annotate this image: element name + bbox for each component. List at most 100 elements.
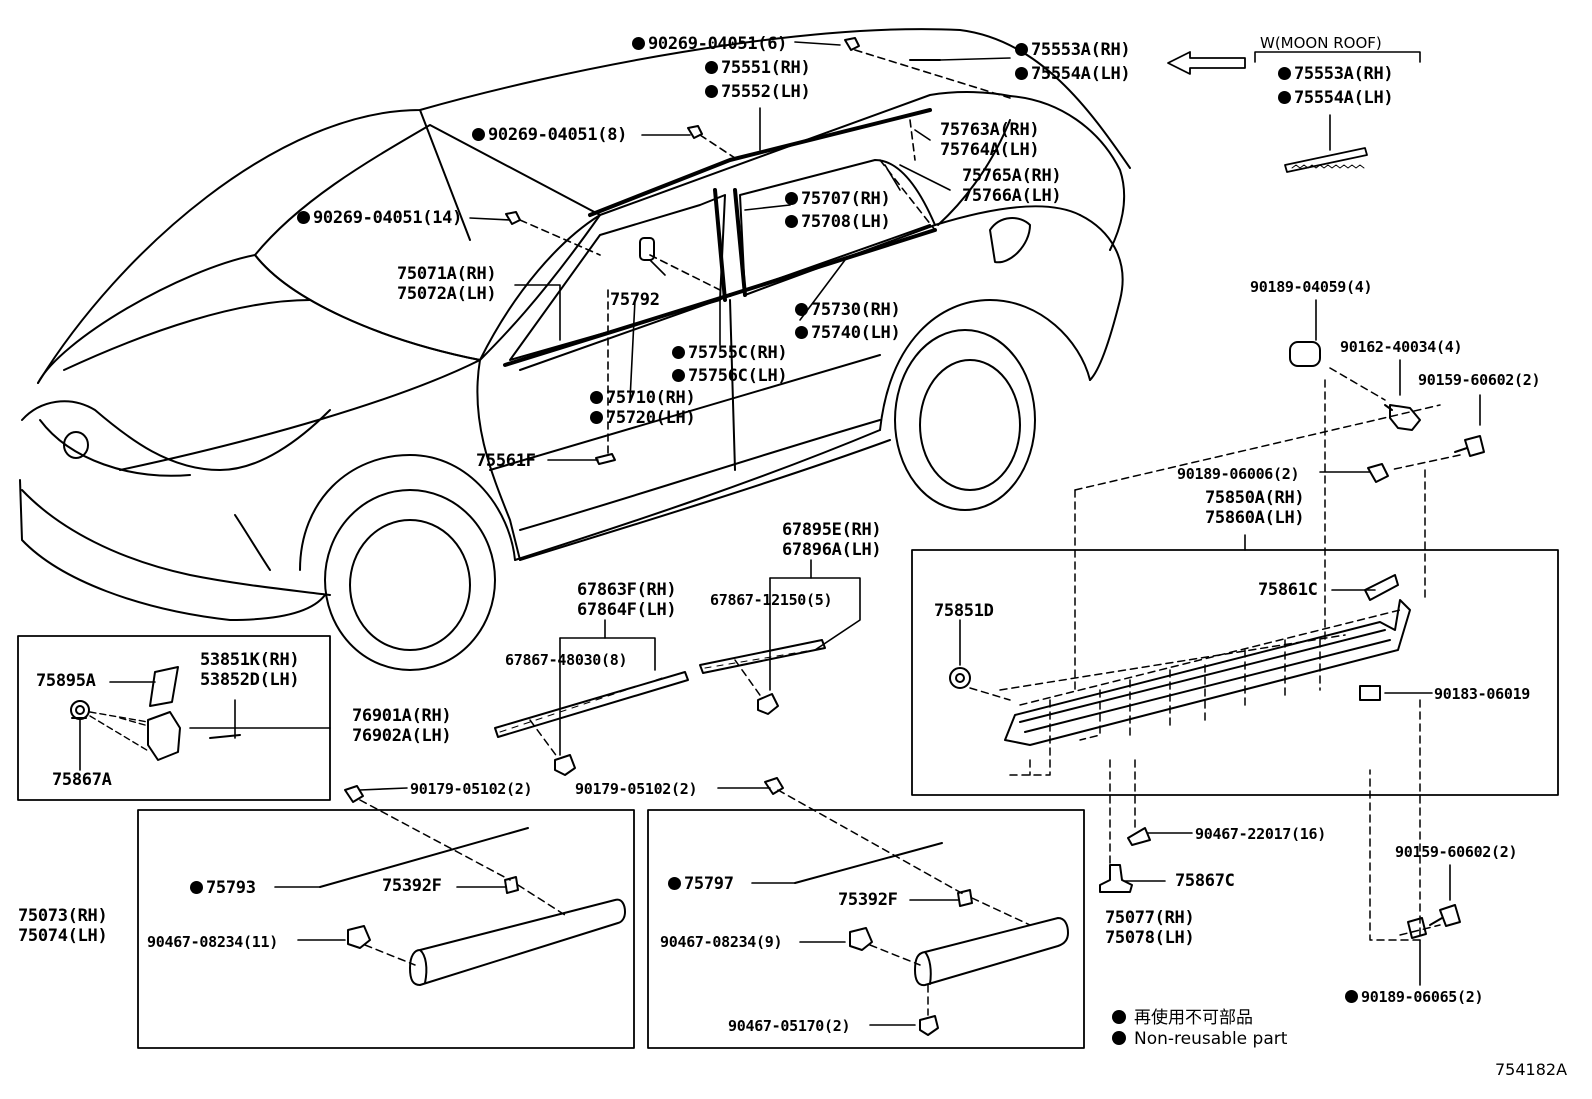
mid-dashed-leaders	[529, 659, 763, 759]
part-number-text: 75764A(LH)	[940, 140, 1040, 160]
callout-67867-48030: 67867-48030(8)	[505, 650, 628, 670]
part-number: 90467-22017(16)	[1195, 824, 1326, 844]
part-number-text: 75793	[206, 878, 256, 898]
non-reusable-bullet-icon	[785, 192, 798, 205]
part-number-text: 67864F(LH)	[577, 600, 677, 620]
callout-90179-05102-a: 90179-05102(2)	[410, 779, 533, 799]
callout-90162-40034: 90162-40034(4)	[1340, 337, 1463, 357]
part-number-text: 90159-60602(2)	[1395, 843, 1518, 861]
part-number: 75861C	[1258, 580, 1318, 600]
part-number: 90159-60602(2)	[1418, 370, 1541, 390]
part-number-text: 76902A(LH)	[352, 726, 452, 746]
part-number: 75730(RH)	[795, 300, 901, 320]
moon-roof-reference	[1167, 51, 1421, 173]
non-reusable-bullet-icon	[795, 326, 808, 339]
part-number: 75552(LH)	[705, 82, 811, 102]
part-number-text: 75078(LH)	[1105, 928, 1195, 948]
callout-75561F: 75561F	[476, 451, 536, 471]
callout-53851K: 53851K(RH)53852D(LH)	[200, 650, 300, 690]
callout-75071A: 75071A(RH)75072A(LH)	[397, 264, 497, 304]
bullet-icon	[1112, 1031, 1126, 1045]
part-number: 75755C(RH)	[672, 343, 788, 363]
part-number: 75851D	[934, 601, 994, 621]
diagram-code: 754182A	[1495, 1060, 1568, 1079]
part-number: 75554A(LH)	[1015, 64, 1131, 84]
part-number: 75561F	[476, 451, 536, 471]
callout-75552: 75552(LH)	[705, 82, 811, 102]
non-reusable-bullet-icon	[190, 881, 203, 894]
callout-75740: 75740(LH)	[795, 323, 901, 343]
callout-75707: 75707(RH)	[785, 189, 891, 209]
part-number: 67895E(RH)	[782, 520, 882, 540]
roof-moldings	[503, 108, 937, 367]
part-number: 75553A(RH)	[1015, 40, 1131, 60]
callout-75710: 75710(RH)	[590, 388, 696, 408]
non-reusable-bullet-icon	[672, 346, 685, 359]
box-front-door-moulding	[137, 809, 635, 1049]
part-number-text: 75554A(LH)	[1294, 88, 1394, 108]
part-number: 75793	[190, 878, 256, 898]
rocker-dashed-leaders	[969, 367, 1461, 941]
part-number-text: 75867C	[1175, 871, 1235, 891]
part-number-text: 75710(RH)	[606, 388, 696, 408]
callout-90467-08234-9: 90467-08234(9)	[660, 932, 783, 952]
callout-75755C: 75755C(RH)	[672, 343, 788, 363]
part-number-text: 90467-08234(11)	[147, 933, 278, 951]
callout-75077: 75077(RH)75078(LH)	[1105, 908, 1195, 948]
part-number-text: 90179-05102(2)	[575, 780, 698, 798]
legend-en-text: Non-reusable part	[1134, 1029, 1288, 1049]
non-reusable-bullet-icon	[1278, 91, 1291, 104]
non-reusable-bullet-icon	[1345, 990, 1358, 1003]
non-reusable-bullet-icon	[705, 85, 718, 98]
part-number-text: 75851D	[934, 601, 994, 621]
box-rear-door-moulding	[647, 809, 1085, 1049]
part-number-text: 75895A	[36, 671, 96, 691]
part-number: 75077(RH)	[1105, 908, 1195, 928]
callout-75861C: 75861C	[1258, 580, 1318, 600]
callout-90269-04051-6: 90269-04051(6)	[632, 34, 787, 54]
part-number: 75392F	[838, 890, 898, 910]
non-reusable-bullet-icon	[472, 128, 485, 141]
part-number-text: 75553A(RH)	[1031, 40, 1131, 60]
callout-75073: 75073(RH)75074(LH)	[18, 906, 108, 946]
non-reusable-bullet-icon	[705, 61, 718, 74]
non-reusable-bullet-icon	[668, 877, 681, 890]
callout-75392F-b: 75392F	[838, 890, 898, 910]
part-number-text: 75554A(LH)	[1031, 64, 1131, 84]
callout-90467-22017: 90467-22017(16)	[1195, 824, 1326, 844]
part-number: 53851K(RH)	[200, 650, 300, 670]
part-number: 67896A(LH)	[782, 540, 882, 560]
part-number-text: 75850A(RH)	[1205, 488, 1305, 508]
box-rocker-panel	[911, 549, 1559, 796]
part-number-text: 75551(RH)	[721, 58, 811, 78]
part-number-text: 75072A(LH)	[397, 284, 497, 304]
part-number: 75071A(RH)	[397, 264, 497, 284]
part-number-text: 67867-48030(8)	[505, 651, 628, 669]
part-number-text: 75074(LH)	[18, 926, 108, 946]
part-number: 75710(RH)	[590, 388, 696, 408]
part-number: 90269-04051(6)	[632, 34, 787, 54]
part-number: 75756C(LH)	[672, 366, 788, 386]
part-number: 90189-06065(2)	[1345, 987, 1484, 1007]
legend-jp: 再使用不可部品	[1112, 1003, 1253, 1028]
part-number-text: 75392F	[838, 890, 898, 910]
rocker-panel-parts	[949, 341, 1485, 746]
part-number: 75072A(LH)	[397, 284, 497, 304]
part-number: 75551(RH)	[705, 58, 811, 78]
part-number-text: 75392F	[382, 876, 442, 896]
callout-moon-75553A: 75553A(RH)	[1278, 64, 1394, 84]
callout-76901A: 76901A(RH)76902A(LH)	[352, 706, 452, 746]
non-reusable-bullet-icon	[672, 369, 685, 382]
non-reusable-bullet-icon	[1015, 43, 1028, 56]
part-number: 75895A	[36, 671, 96, 691]
part-number-text: 53851K(RH)	[200, 650, 300, 670]
leader-lines	[79, 41, 1481, 1026]
callout-90159-60602-b: 90159-60602(2)	[1395, 842, 1518, 862]
non-reusable-bullet-icon	[297, 211, 310, 224]
part-number-text: 67896A(LH)	[782, 540, 882, 560]
part-number-text: 75792	[610, 290, 660, 310]
non-reusable-bullet-icon	[795, 303, 808, 316]
part-number-text: 90269-04051(8)	[488, 125, 628, 145]
non-reusable-bullet-icon	[1015, 67, 1028, 80]
